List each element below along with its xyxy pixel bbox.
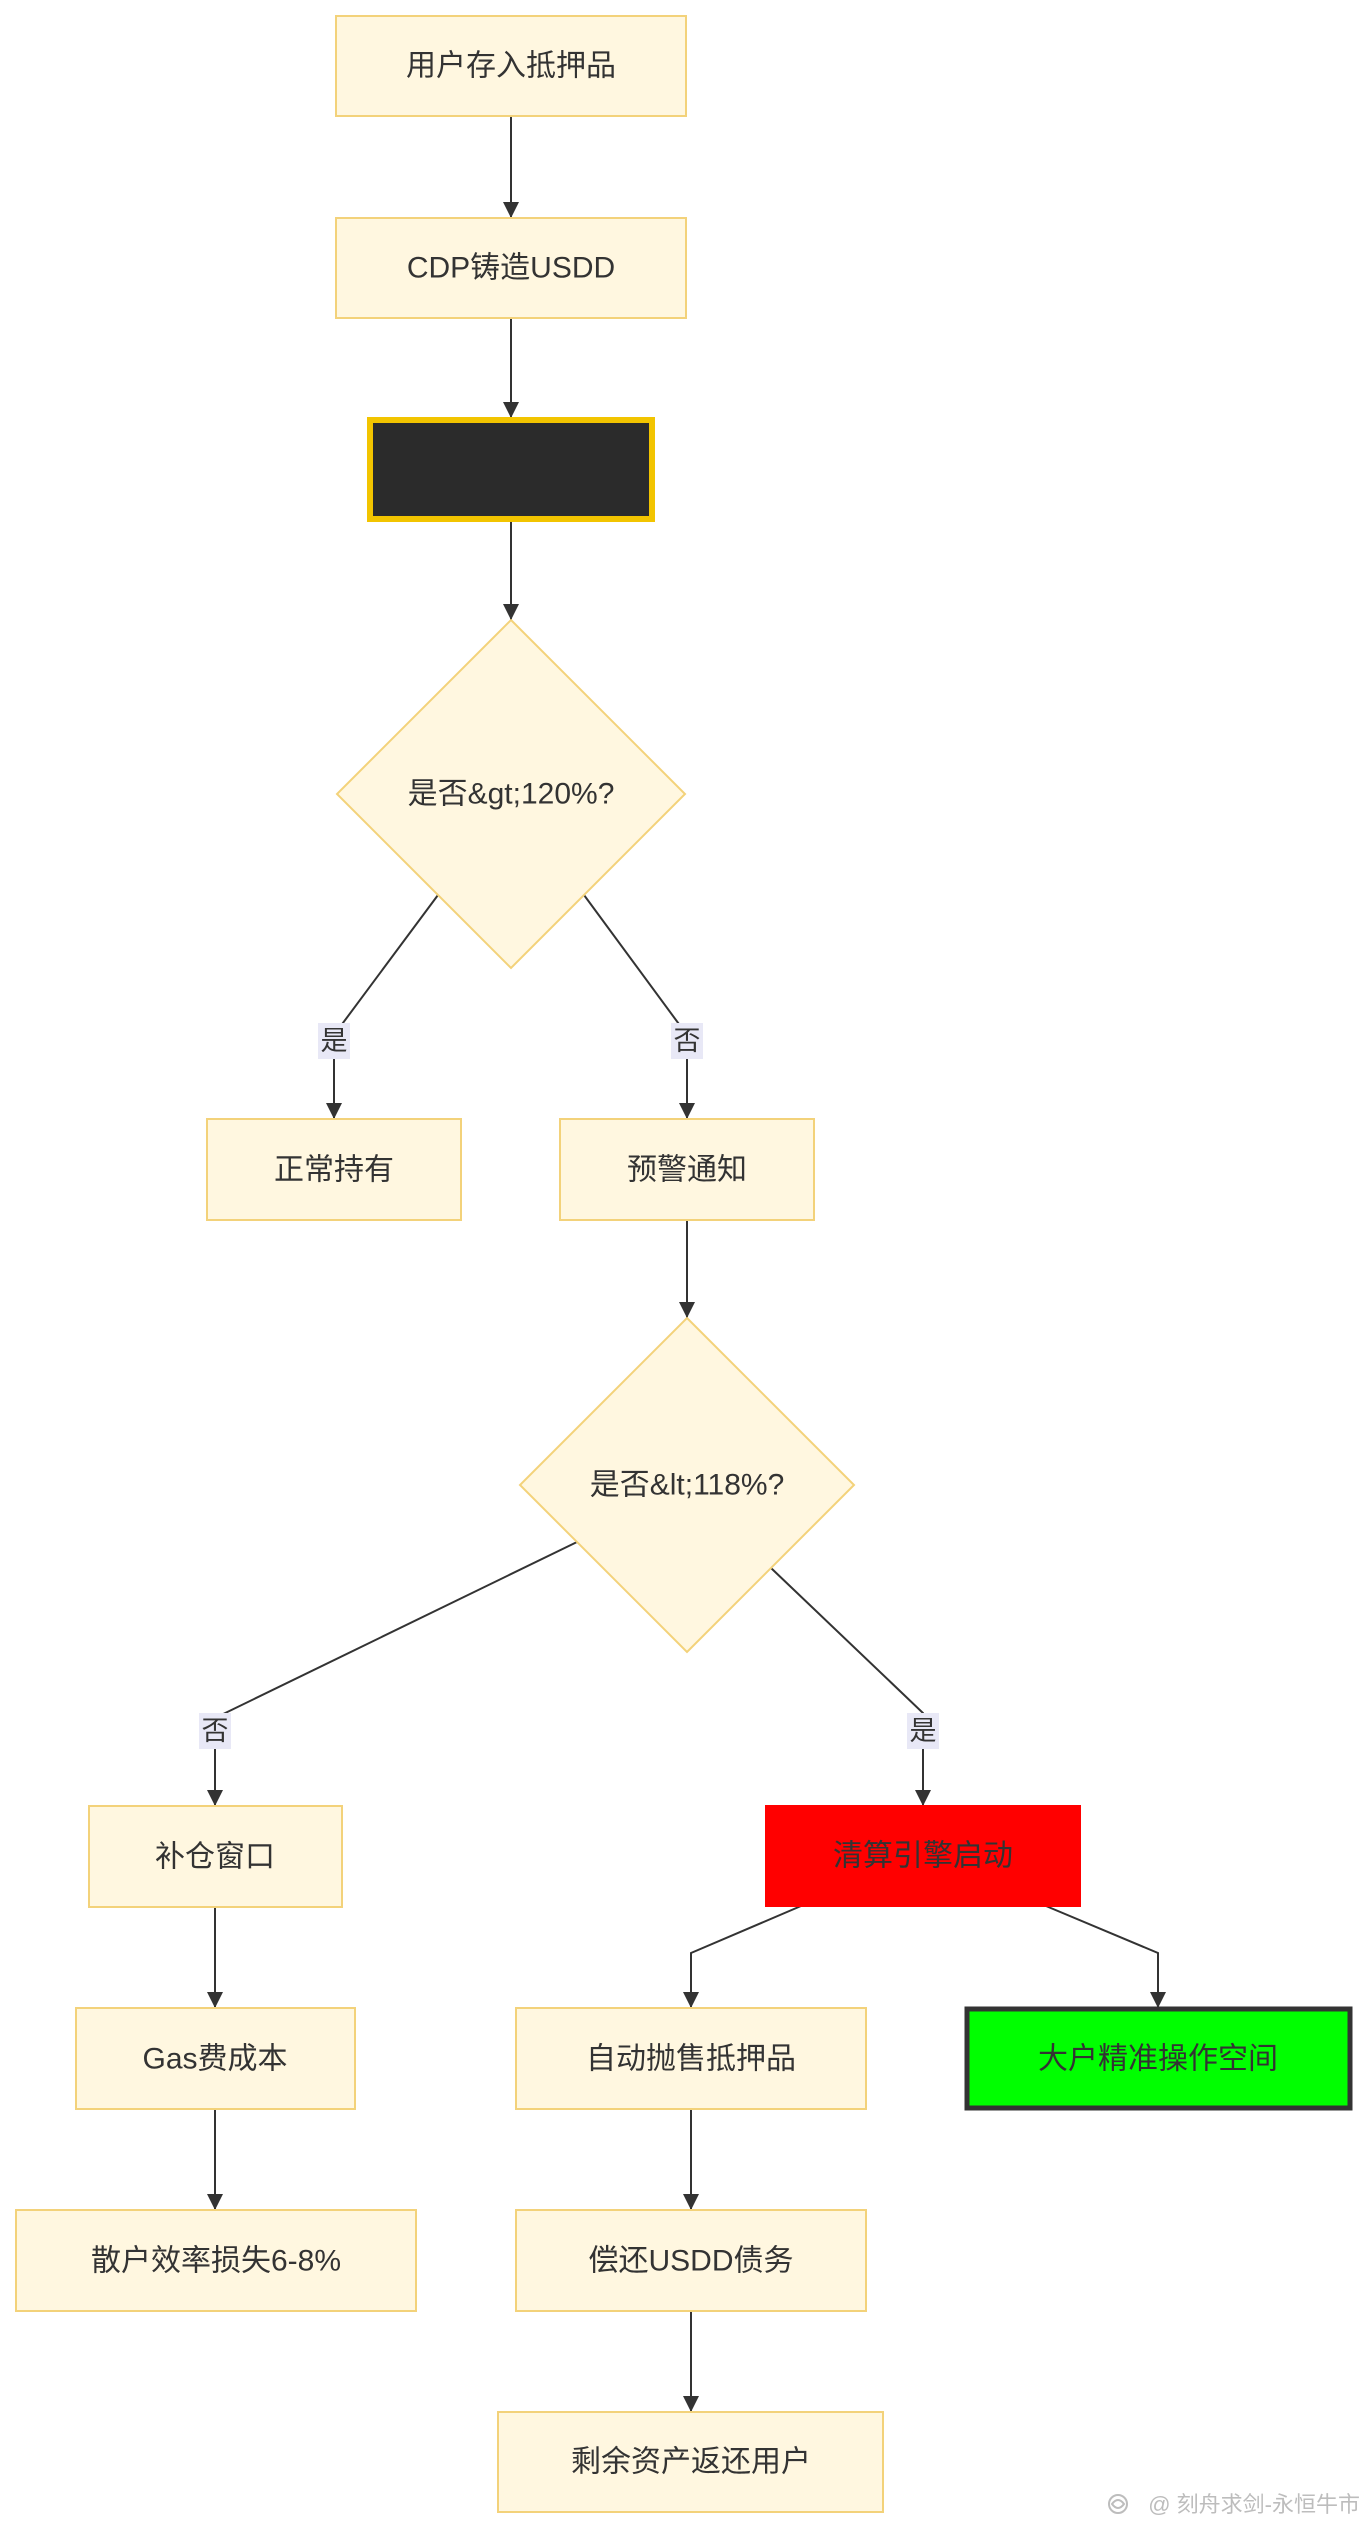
- node-deposit: 用户存入抵押品: [335, 15, 687, 117]
- node-mint-box: [335, 217, 687, 319]
- decision-check-120-label: 是否&gt;120%?: [408, 778, 615, 811]
- node-repay-box: [515, 2209, 867, 2312]
- node-retail-loss-box: [15, 2209, 417, 2312]
- dark-highlight-node-box: [367, 417, 655, 522]
- edge-check-118-no: [207, 1541, 578, 1806]
- node-auto-sell: 自动抛售抵押品: [515, 2007, 867, 2110]
- node-deposit-box: [335, 15, 687, 117]
- node-gas-cost-label: Gas费成本: [142, 2043, 287, 2076]
- edge-label-check-120-yes-text: 是: [321, 1026, 348, 1056]
- edge-label-check-118-yes-bg: [907, 1713, 939, 1749]
- node-whale-space: 大户精准操作空间: [964, 2006, 1353, 2111]
- node-warning-label: 预警通知: [627, 1154, 747, 1187]
- edge-label-check-120-no-bg: [671, 1023, 703, 1059]
- edge-check-118-yes: [770, 1567, 931, 1806]
- node-retail-loss-label: 散户效率损失6-8%: [91, 2245, 341, 2278]
- node-warning: 预警通知: [559, 1118, 815, 1221]
- edge-label-check-118-no-bg: [199, 1713, 231, 1749]
- node-whale-space-box: [964, 2006, 1353, 2111]
- node-auto-sell-label: 自动抛售抵押品: [586, 2043, 796, 2076]
- node-whale-space-label: 大户精准操作空间: [1038, 2043, 1278, 2076]
- node-hold-box: [206, 1118, 462, 1221]
- edge-label-check-120-no-text: 否: [674, 1026, 701, 1056]
- node-hold-label: 正常持有: [274, 1154, 394, 1187]
- node-repay: 偿还USDD债务: [515, 2209, 867, 2312]
- node-retail-loss: 散户效率损失6-8%: [15, 2209, 417, 2312]
- decision-check-118-diamond: [518, 1316, 856, 1654]
- node-gas-cost-box: [75, 2007, 356, 2110]
- node-gas-cost: Gas费成本: [75, 2007, 356, 2110]
- logo-icon: [1108, 2494, 1128, 2514]
- node-top-up-label: 补仓窗口: [155, 1841, 275, 1874]
- node-top-up: 补仓窗口: [88, 1805, 343, 1908]
- node-repay-label: 偿还USDD债务: [588, 2245, 793, 2278]
- node-warning-box: [559, 1118, 815, 1221]
- node-top-up-box: [88, 1805, 343, 1908]
- edge-label-check-120-no: 否: [671, 1023, 703, 1059]
- edge-liquidation-to-auto-sell: [683, 1905, 802, 2008]
- edge-label-check-118-no: 否: [199, 1713, 231, 1749]
- decision-check-120: 是否&gt;120%?: [335, 618, 687, 970]
- node-liquidation: 清算引擎启动: [765, 1805, 1081, 1907]
- edge-label-check-118-yes-text: 是: [910, 1716, 937, 1746]
- edge-label-check-120-yes-bg: [318, 1023, 350, 1059]
- edge-check-120-yes: [326, 894, 439, 1119]
- node-hold: 正常持有: [206, 1118, 462, 1221]
- edge-label-check-120-yes: 是: [318, 1023, 350, 1059]
- decision-check-118: 是否&lt;118%?: [518, 1316, 856, 1654]
- edge-label-check-118-no-text: 否: [202, 1716, 229, 1746]
- dark-highlight-node: [367, 417, 655, 522]
- watermark: @ 刻舟求剑-永恒牛市: [1108, 2492, 1360, 2517]
- node-deposit-label: 用户存入抵押品: [406, 50, 616, 83]
- edge-check-120-no: [583, 894, 695, 1119]
- decision-check-118-label: 是否&lt;118%?: [590, 1469, 785, 1502]
- decision-check-120-diamond: [335, 618, 687, 970]
- node-mint: CDP铸造USDD: [335, 217, 687, 319]
- node-liquidation-label: 清算引擎启动: [833, 1840, 1013, 1873]
- node-return-assets-label: 剩余资产返还用户: [571, 2446, 811, 2479]
- node-mint-label: CDP铸造USDD: [407, 252, 615, 285]
- edge-label-check-118-yes: 是: [907, 1713, 939, 1749]
- edge-liquidation-to-whale-space: [1045, 1905, 1166, 2008]
- node-return-assets: 剩余资产返还用户: [497, 2411, 884, 2513]
- node-return-assets-box: [497, 2411, 884, 2513]
- node-auto-sell-box: [515, 2007, 867, 2110]
- node-liquidation-box: [765, 1805, 1081, 1907]
- watermark-text: @ 刻舟求剑-永恒牛市: [1148, 2492, 1360, 2517]
